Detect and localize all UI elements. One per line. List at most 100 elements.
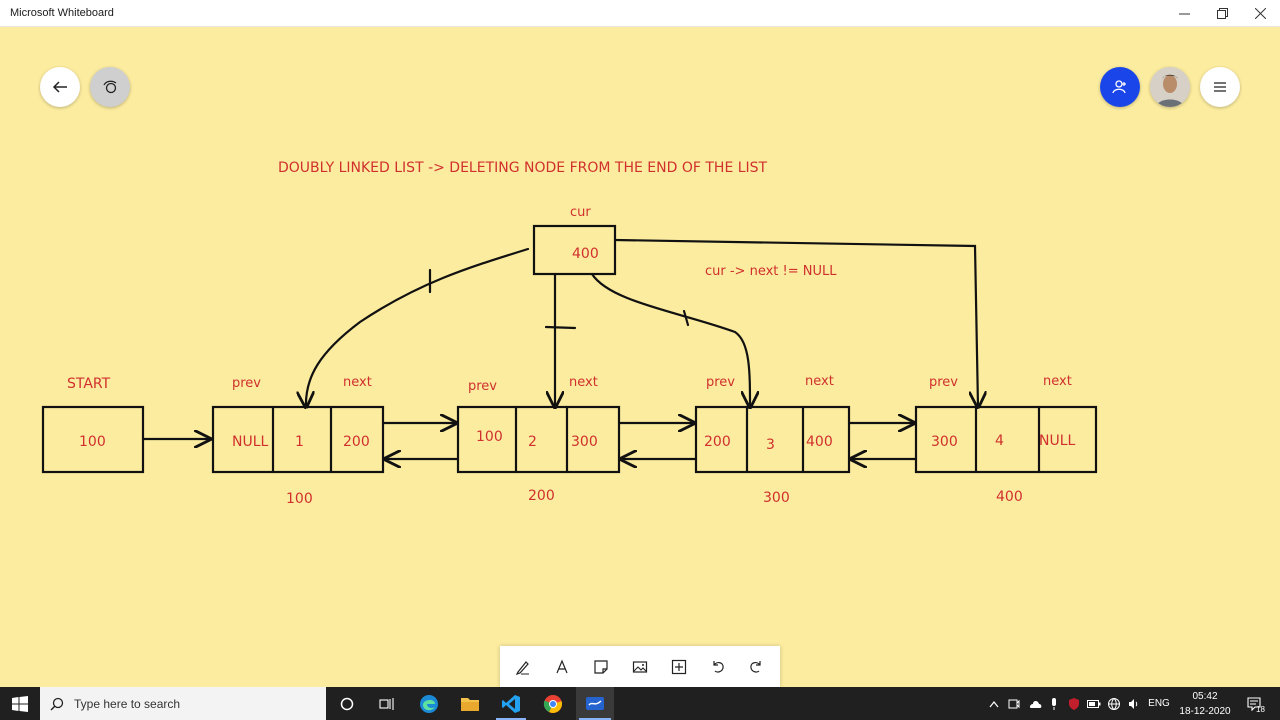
tray-onedrive[interactable] [1026, 687, 1044, 720]
cortana-button[interactable] [330, 687, 363, 720]
shield-icon [1069, 697, 1079, 710]
chrome-icon [543, 694, 562, 713]
node-1-next-label: next [343, 375, 372, 390]
cloud-icon [1029, 700, 1042, 708]
cur-label: cur [570, 205, 591, 220]
invite-button[interactable] [1100, 67, 1140, 107]
redo-icon [750, 660, 762, 673]
hamburger-icon [1214, 82, 1226, 92]
node-200-box [456, 405, 621, 474]
task-view-button[interactable] [370, 687, 403, 720]
speaker-icon [1129, 698, 1138, 709]
node-2-next: 300 [571, 434, 598, 450]
node-4-prev: 300 [931, 434, 958, 450]
close-button[interactable] [1241, 0, 1279, 27]
tray-antivirus[interactable] [1066, 687, 1082, 720]
whiteboard-icon [586, 696, 604, 710]
creation-toolbar [500, 646, 780, 687]
camera-icon [1008, 699, 1020, 708]
restore-button[interactable] [1203, 0, 1241, 27]
windows-icon [12, 695, 28, 712]
file-explorer-app[interactable] [452, 687, 488, 720]
clock-time: 05:42 [1192, 691, 1218, 702]
tray-meet-now[interactable] [1006, 687, 1022, 720]
tray-battery[interactable] [1086, 687, 1102, 720]
undo-button[interactable] [701, 650, 735, 684]
task-view-icon [378, 697, 394, 710]
window-title: Microsoft Whiteboard [10, 7, 114, 19]
start-button[interactable] [0, 687, 40, 720]
notification-count: 18 [1256, 705, 1265, 714]
title-bar: Microsoft Whiteboard [0, 0, 1280, 27]
text-tool[interactable] [545, 650, 579, 684]
notifications-icon [1247, 696, 1261, 711]
image-icon [632, 660, 648, 673]
avatar-icon [1150, 67, 1190, 107]
active-indicator [496, 718, 526, 720]
whiteboard-app[interactable] [576, 687, 614, 720]
undo-icon [713, 660, 724, 673]
note-icon [594, 659, 608, 674]
back-button[interactable] [40, 67, 80, 107]
add-person-icon [1112, 80, 1126, 94]
image-tool[interactable] [623, 650, 657, 684]
condition-text: cur -> next != NULL [705, 264, 837, 279]
start-value: 100 [79, 434, 106, 450]
tray-microphone[interactable] [1046, 687, 1062, 720]
action-center-button[interactable] [1242, 687, 1266, 720]
minimize-icon [1178, 13, 1190, 15]
text-icon [556, 658, 568, 673]
language-indicator[interactable]: ENG [1148, 698, 1170, 709]
tray-network[interactable] [1106, 687, 1122, 720]
pen-icon [516, 660, 530, 675]
show-hidden-icons[interactable] [986, 687, 1002, 720]
whiteboard-drawing: DOUBLY LINKED LIST -> DELETING NODE FROM… [41, 160, 1098, 507]
taskbar: Type here to search [0, 687, 1280, 720]
node-4-prev-label: prev [929, 375, 958, 390]
clock-date: 18-12-2020 [1179, 706, 1231, 717]
ink-text-group: DOUBLY LINKED LIST -> DELETING NODE FROM… [67, 160, 1076, 507]
vscode-app[interactable] [493, 687, 529, 720]
node-3-data: 3 [766, 437, 775, 453]
taskbar-search[interactable]: Type here to search [40, 687, 326, 720]
cur-box [532, 224, 617, 276]
close-icon [1254, 8, 1266, 19]
globe-icon [1108, 697, 1120, 710]
user-avatar[interactable] [1150, 67, 1190, 107]
node-300-box [694, 405, 851, 474]
redo-button[interactable] [739, 650, 773, 684]
node-1-prev: NULL [232, 434, 269, 450]
board-title: DOUBLY LINKED LIST -> DELETING NODE FROM… [278, 160, 768, 176]
ink-to-shape-button[interactable] [90, 67, 130, 107]
microphone-icon [1052, 697, 1056, 710]
edge-app[interactable] [411, 687, 447, 720]
node-400-box [914, 405, 1098, 474]
battery-icon [1087, 699, 1101, 708]
node-2-data: 2 [528, 434, 537, 450]
node-3-address: 300 [763, 490, 790, 506]
node-4-next: NULL [1039, 433, 1076, 449]
add-icon [671, 659, 686, 674]
search-icon [50, 697, 64, 710]
folder-icon [461, 697, 479, 711]
node-2-address: 200 [528, 488, 555, 504]
minimize-button[interactable] [1165, 0, 1203, 27]
whiteboard-canvas[interactable]: DOUBLY LINKED LIST -> DELETING NODE FROM… [0, 27, 1280, 687]
chrome-app[interactable] [535, 687, 571, 720]
node-4-next-label: next [1043, 374, 1072, 389]
cur-value: 400 [572, 246, 599, 262]
chevron-up-icon [989, 700, 999, 707]
node-2-prev-label: prev [468, 379, 497, 394]
node-3-prev: 200 [704, 434, 731, 450]
add-content-tool[interactable] [662, 650, 696, 684]
start-label: START [67, 376, 111, 392]
settings-menu-button[interactable] [1200, 67, 1240, 107]
node-2-prev: 100 [476, 429, 503, 445]
pen-tool[interactable] [506, 650, 540, 684]
note-tool[interactable] [584, 650, 618, 684]
node-2-next-label: next [569, 375, 598, 390]
active-indicator [579, 718, 611, 720]
taskbar-clock[interactable]: 05:42 18-12-2020 [1172, 689, 1238, 719]
restore-icon [1216, 8, 1228, 19]
tray-volume[interactable] [1126, 687, 1142, 720]
